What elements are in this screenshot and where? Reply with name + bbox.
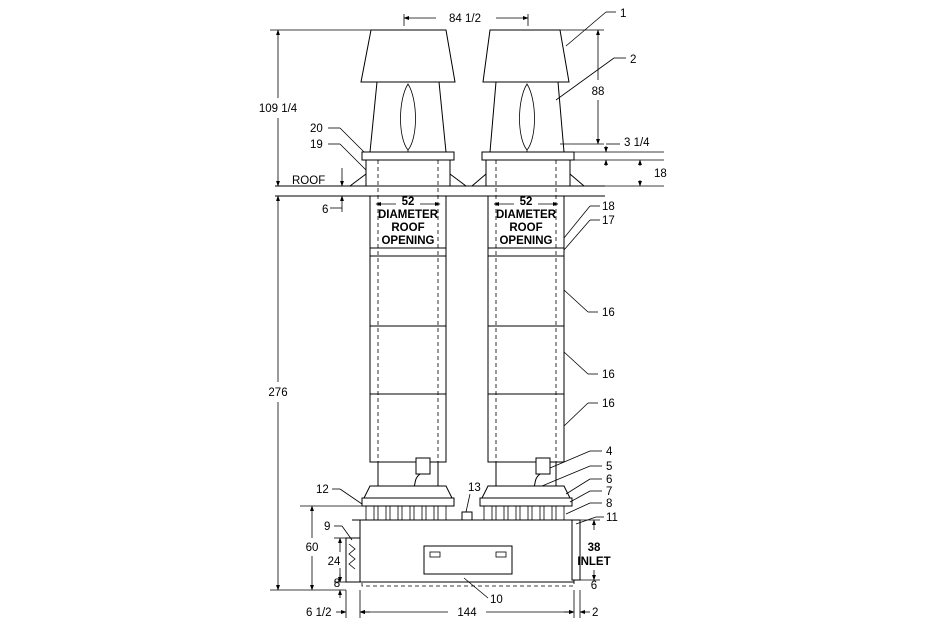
svg-text:16: 16 [602,369,615,381]
dim-curb-height: 3 1/4 [574,137,664,166]
callout-7: 7 [569,486,612,503]
access-door [423,545,513,575]
callout-9: 9 [324,521,353,541]
svg-text:11: 11 [606,512,618,524]
left-opening-line3: OPENING [381,235,434,247]
callout-16-a: 16 [563,289,615,319]
svg-text:4: 4 [606,446,613,458]
svg-text:10: 10 [490,594,503,606]
dim-total-height: 276 [268,195,346,591]
left-opening-line2: ROOF [391,222,424,234]
svg-text:17: 17 [602,215,615,227]
svg-text:18: 18 [602,201,615,213]
right-roof-opening-note: 52 DIAMETER ROOF OPENING [493,196,559,247]
svg-text:13: 13 [468,482,481,494]
right-roof-curb [471,151,585,187]
callout-20: 20 [310,123,365,153]
dim-below-roof-text: 6 [322,204,328,216]
svg-text:8: 8 [606,498,612,510]
right-opening-line1: DIAMETER [496,209,557,221]
callout-16-c: 16 [563,398,615,427]
dim-plenum-height-text: 60 [306,542,319,554]
svg-text:5: 5 [606,461,612,473]
callout-17: 17 [563,215,615,251]
dim-hood-height-text: 88 [592,86,605,98]
callout-6: 6 [565,474,612,495]
svg-text:6: 6 [606,474,612,486]
dim-overall-above-roof: 109 1/4 [259,29,372,187]
left-roof-curb [349,151,467,187]
right-opening-size: 52 [520,196,533,208]
callout-2: 2 [555,54,636,101]
fan-bases [361,485,573,521]
roof-label-group: ROOF 6 [292,168,344,216]
callout-10: 10 [463,577,503,606]
svg-text:12: 12 [316,484,329,496]
callout-16-b: 16 [563,351,615,381]
roof-line [275,185,605,197]
callout-4: 4 [549,446,613,469]
inlet-label: INLET [577,556,610,568]
dim-bottom-widths: 6 1/2 144 2 [306,590,598,619]
dim-hood-height: 88 [560,29,605,145]
svg-text:20: 20 [310,123,323,135]
left-roof-opening-note: 52 DIAMETER ROOF OPENING [375,196,441,247]
svg-text:16: 16 [602,307,615,319]
callout-5: 5 [541,461,612,487]
dim-top-width-text: 84 1/2 [449,13,481,25]
right-stack-sections [487,160,565,493]
dim-top-width: 84 1/2 [403,13,529,26]
roof-label: ROOF [292,175,325,187]
left-opening-size: 52 [402,196,415,208]
left-opening-line1: DIAMETER [378,209,439,221]
svg-text:19: 19 [310,139,323,151]
right-exhaust-hood [482,29,570,159]
dim-roof-gap-text: 18 [654,168,667,180]
svg-text:16: 16 [602,398,615,410]
dim-roof-gap: 18 [584,159,667,187]
dim-total-height-text: 276 [268,387,287,399]
right-opening-line2: ROOF [509,222,542,234]
callout-8: 8 [565,498,612,515]
left-stack-sections [369,160,447,493]
dim-left-offset-text: 6 1/2 [306,607,332,619]
callout-13: 13 [465,482,481,513]
left-exhaust-hood [360,29,456,159]
dim-right-offset-text: 2 [592,607,598,619]
svg-text:7: 7 [606,486,612,498]
callout-11: 11 [575,512,618,525]
callout-1: 1 [565,8,626,47]
dim-plenum-height: 60 [300,505,362,591]
dim-overall-above-roof-text: 109 1/4 [259,103,298,115]
svg-text:9: 9 [324,521,330,533]
dim-base-width-text: 144 [457,607,477,619]
right-opening-line3: OPENING [499,235,552,247]
dim-louver-height: 24 [328,537,348,583]
dim-bottom-offset-text: 6 [591,580,597,592]
svg-text:2: 2 [630,54,636,66]
dim-inlet: 38 INLET 6 [577,519,611,592]
inlet-size: 38 [588,542,601,554]
dim-louver-height-text: 24 [328,556,341,568]
callout-18: 18 [563,201,615,239]
dim-base-offset-text: 8 [334,578,340,590]
svg-text:1: 1 [620,8,626,20]
callout-12: 12 [316,484,363,505]
dim-curb-height-text: 3 1/4 [624,137,650,149]
dim-base-offset: 8 [334,574,346,598]
callout-19: 19 [310,139,367,171]
